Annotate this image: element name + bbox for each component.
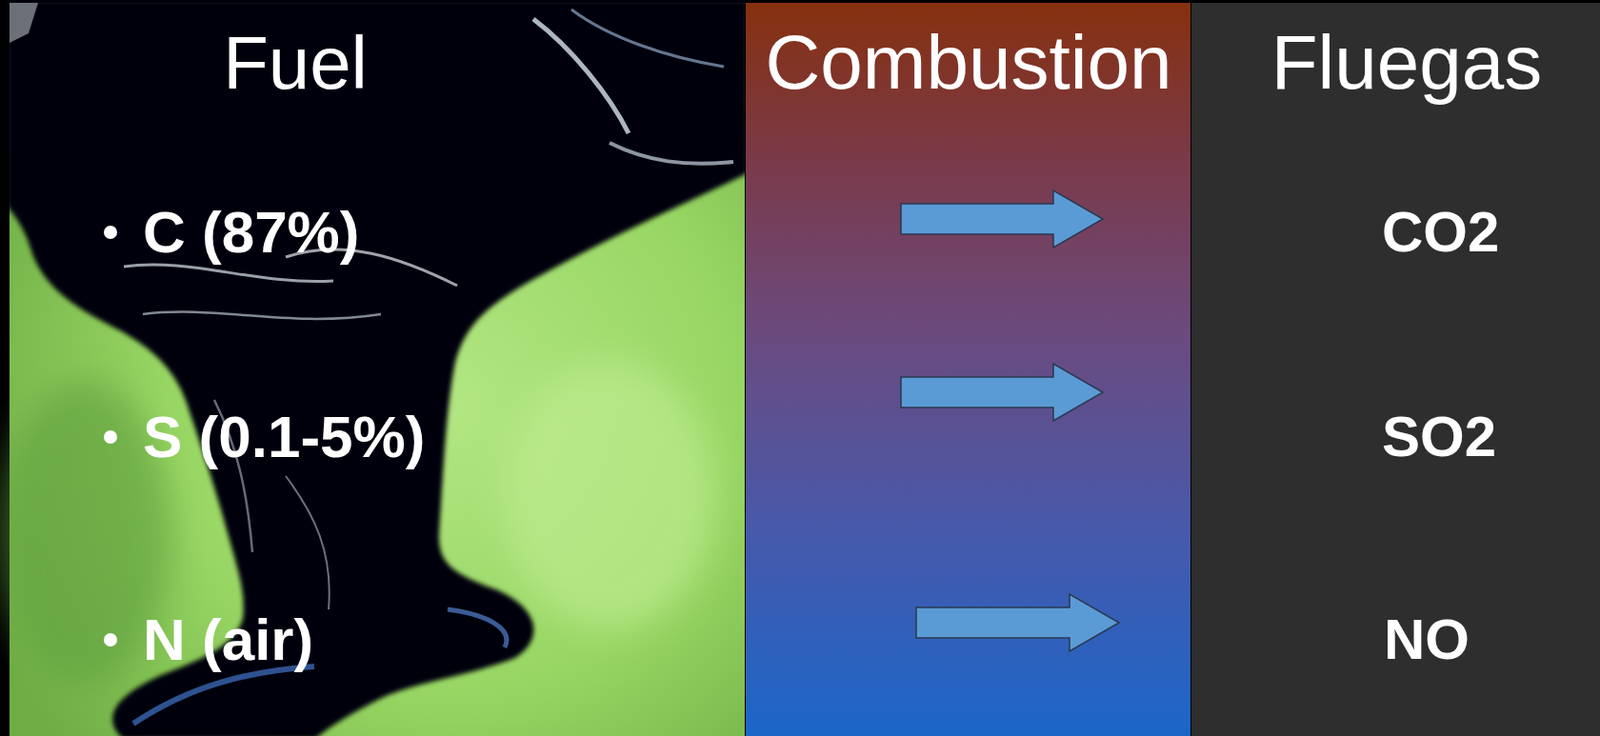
- bottle-glare: [571, 9, 724, 67]
- fluegas-panel: FluegasCO2SO2NO: [1190, 2, 1600, 736]
- block-arrow: [916, 594, 1120, 652]
- flue-product: NO: [1119, 584, 1600, 661]
- bullet-dot: [103, 430, 118, 444]
- item-label: C (87%): [142, 194, 848, 271]
- bottle-glare: [609, 142, 734, 164]
- item-label: S (0.1-5%): [142, 399, 848, 476]
- combustion-panel: Combustion: [744, 2, 1191, 736]
- panel-heading: Fluegas: [1191, 20, 1600, 106]
- block-arrow: [900, 363, 1103, 421]
- bottle-glare: [533, 19, 629, 134]
- oil-stream: [9, 2, 745, 736]
- bullet-dot: [103, 225, 118, 240]
- splash-glare: [133, 666, 315, 724]
- green-highlight: [504, 361, 715, 629]
- oil-streak: [142, 312, 381, 320]
- panel-heading: Combustion: [736, 20, 1201, 106]
- item-label: N (air): [142, 601, 848, 679]
- panel-heading: Fuel: [180, 20, 410, 106]
- block-arrow: [900, 190, 1103, 248]
- flue-product: CO2: [1102, 180, 1600, 258]
- flue-product: SO2: [1102, 354, 1600, 431]
- corner-glare: [9, 2, 39, 43]
- item-label: NO: [1383, 601, 1594, 679]
- oil-streak: [123, 264, 334, 282]
- bullet-dot: [103, 633, 118, 647]
- item-label: SO2: [1381, 399, 1592, 476]
- splash-glare: [447, 609, 507, 648]
- item-label: CO2: [1381, 194, 1592, 271]
- fuel-panel: FuelC (87%)S (0.1-5%)N (air): [9, 2, 745, 736]
- oil-streak: [285, 476, 330, 610]
